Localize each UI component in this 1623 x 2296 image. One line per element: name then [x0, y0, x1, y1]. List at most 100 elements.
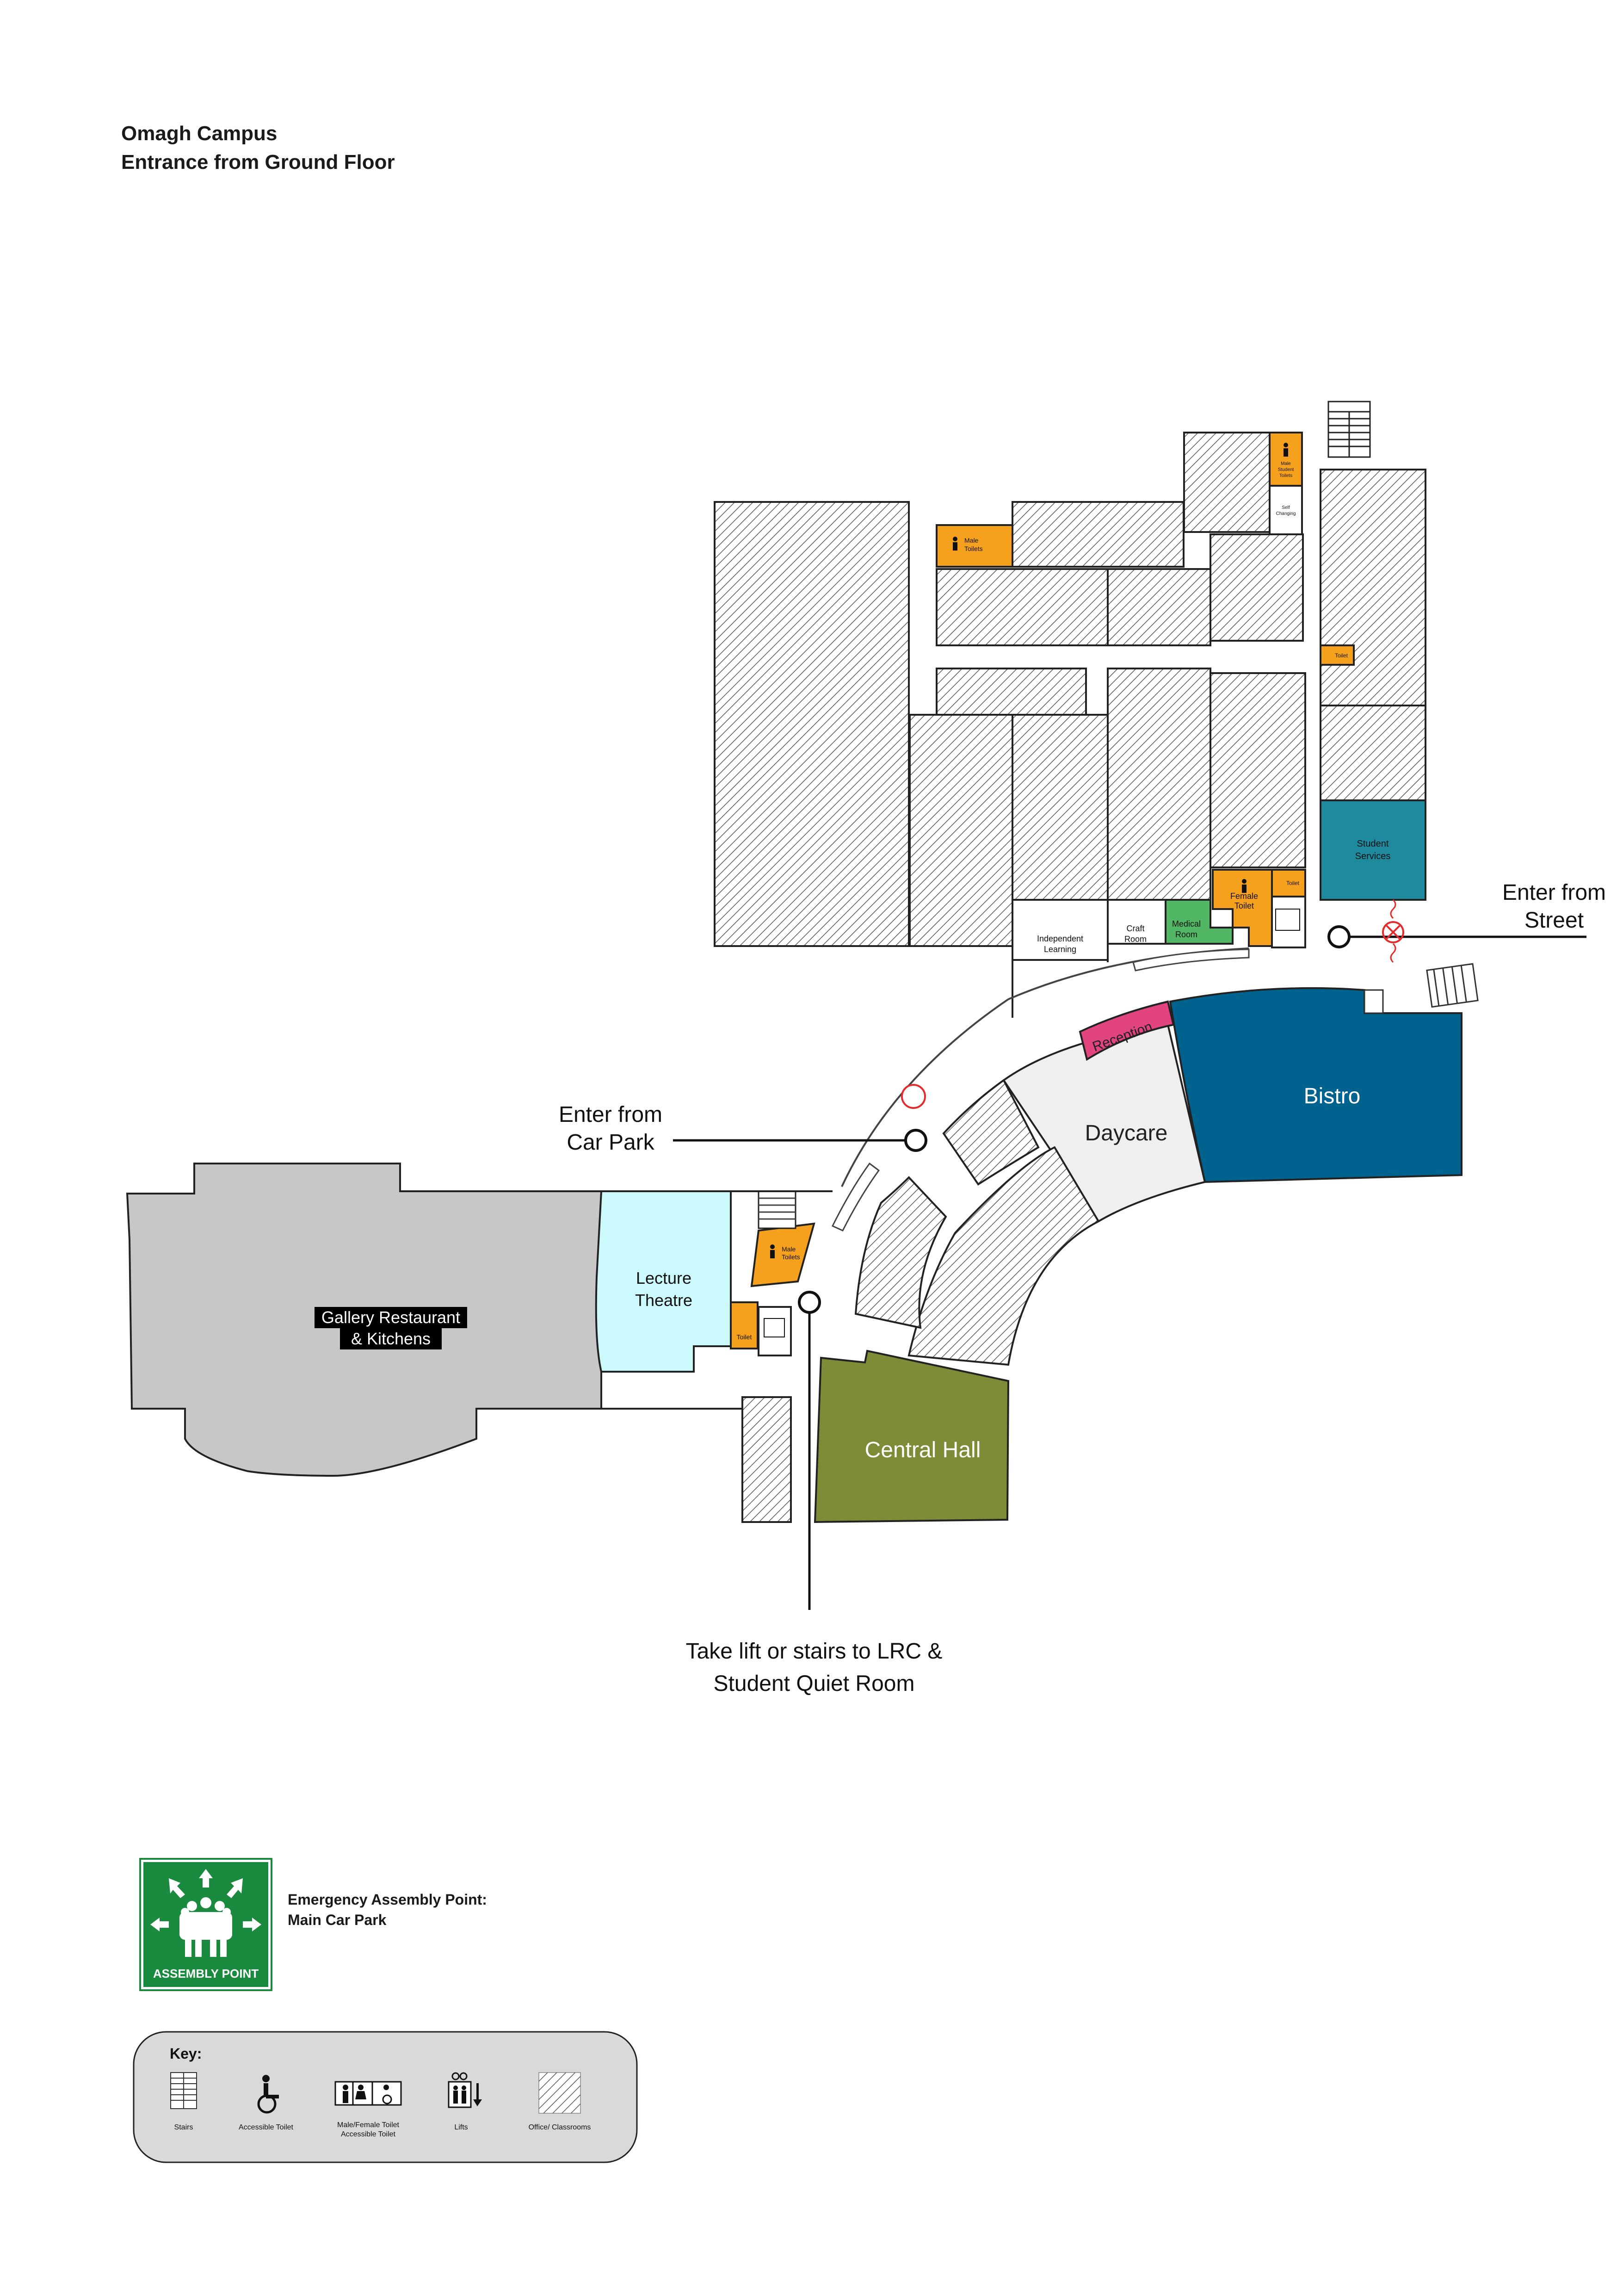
central-hall — [814, 1349, 1010, 1523]
street-label-line1: Enter from — [1502, 880, 1606, 905]
street-entrance: Enter from Street — [1327, 880, 1606, 963]
assembly-line2: Main Car Park — [288, 1912, 387, 1928]
floor-subtitle: Entrance from Ground Floor — [121, 151, 395, 173]
student-services-label-2: Services — [1355, 851, 1391, 861]
toilets-icon — [334, 2081, 402, 2106]
male-student-toilets — [1269, 432, 1303, 487]
medical-room-label-1: Medical — [1172, 919, 1201, 928]
street-label-line2: Street — [1524, 908, 1584, 933]
office-block-east-2 — [1320, 705, 1426, 801]
male-toilets-south-label-2: Toilets — [782, 1253, 800, 1261]
self-changing-label-1: Self — [1282, 505, 1290, 510]
self-changing-room — [1269, 485, 1303, 535]
reception — [1079, 1000, 1175, 1061]
male-student-toilets-label-2: Student — [1278, 467, 1294, 472]
key-label-lifts: Lifts — [454, 2123, 468, 2131]
stairs-lecture — [758, 1190, 796, 1229]
hatch-icon — [538, 2072, 581, 2114]
office-curve-3 — [854, 1176, 947, 1329]
office-block-b — [1012, 714, 1109, 901]
campus-name: Omagh Campus — [121, 122, 278, 145]
accessible-toilet-icon — [257, 2075, 279, 2114]
office-block-east-1 — [1320, 469, 1426, 706]
office-curve-2 — [907, 1146, 1100, 1366]
map-key: Key: Stairs Accessible Toilet Male/Femal… — [133, 2031, 638, 2163]
office-block-d — [1107, 668, 1211, 901]
key-label-accessible: Accessible Toilet — [239, 2123, 294, 2131]
student-services — [1320, 799, 1426, 901]
independent-learning-label-2: Learning — [1044, 945, 1076, 954]
door-marker-carpark — [901, 1084, 926, 1109]
assembly-line1: Emergency Assembly Point: — [288, 1891, 487, 1908]
carpark-entrance: Enter from Car Park — [559, 1084, 927, 1155]
toilet-small-label: Toilet — [1335, 652, 1348, 659]
lift-label-line1: Take lift or stairs to LRC & — [686, 1639, 943, 1664]
gallery-label-2: & Kitchens — [351, 1329, 431, 1348]
key-title: Key: — [170, 2045, 202, 2062]
people-group-icon — [179, 1897, 232, 1957]
daycare-label: Daycare — [1085, 1121, 1168, 1145]
toilet-lecture — [730, 1301, 759, 1349]
key-label-stairs: Stairs — [174, 2123, 193, 2131]
stairs-icon — [170, 2072, 197, 2109]
entrance-marker-street[interactable] — [1327, 925, 1351, 948]
entrance-marker-carpark[interactable] — [904, 1129, 927, 1152]
male-toilets-south-label-1: Male — [782, 1245, 796, 1253]
male-student-toilets-label-3: Toilets — [1279, 473, 1292, 478]
office-small-south — [741, 1396, 792, 1523]
office-block-h — [1012, 501, 1185, 568]
door-marker-street — [1382, 921, 1404, 943]
male-toilets-north — [936, 524, 1013, 568]
gallery-label-box-1 — [315, 1307, 467, 1328]
toilet-east-small — [1320, 644, 1355, 666]
carpark-label-line1: Enter from — [559, 1102, 662, 1127]
lecture-label-2: Theatre — [635, 1291, 692, 1310]
lift-icon — [448, 2072, 482, 2108]
craft-room-label-1: Craft — [1126, 924, 1144, 933]
gallery-label-1: Gallery Restaurant — [321, 1308, 460, 1327]
lift-route: Take lift or stairs to LRC & Student Qui… — [686, 1291, 943, 1696]
assembly-arrows-icon — [150, 1869, 261, 1931]
bistro — [1169, 987, 1463, 1183]
curved-stairs — [831, 948, 1250, 1232]
lift-entrance-marker[interactable] — [798, 1291, 821, 1314]
bistro-label: Bistro — [1304, 1084, 1361, 1108]
male-toilets-north-label-1: Male — [964, 537, 979, 544]
central-hall-label: Central Hall — [865, 1438, 981, 1462]
office-block-f — [936, 568, 1109, 646]
north-block — [714, 432, 1426, 947]
assembly-point-sign: ASSEMBLY POINT — [139, 1858, 272, 1991]
map-title: Omagh Campus Entrance from Ground Floor — [121, 119, 395, 177]
medical-room-label-2: Room — [1175, 930, 1197, 939]
carpark-label-line2: Car Park — [567, 1130, 654, 1155]
map-lift-icons — [764, 909, 1300, 1337]
office-curve-1 — [942, 1079, 1040, 1186]
stairs-east-entry — [1364, 963, 1479, 1014]
office-block-j — [1183, 432, 1271, 533]
male-toilets-north-label-2: Toilets — [964, 545, 983, 552]
key-label-toilets-2: Accessible Toilet — [341, 2130, 396, 2138]
map-toilet-icons — [770, 443, 1288, 1258]
west-wing-walls — [601, 1190, 833, 1410]
office-block-g — [1107, 568, 1211, 646]
toilet-east-label: Toilet — [1286, 880, 1300, 886]
office-block-i — [1210, 533, 1304, 642]
assembly-info: Emergency Assembly Point: Main Car Park — [288, 1889, 487, 1930]
assembly-sign-label: ASSEMBLY POINT — [153, 1967, 259, 1980]
stairs-north-east — [1327, 401, 1371, 458]
female-toilet-label-1: Female — [1230, 891, 1258, 901]
office-large-west — [714, 501, 910, 947]
lecture-label-1: Lecture — [636, 1269, 691, 1287]
toilet-lecture-label: Toilet — [737, 1333, 752, 1341]
male-student-toilets-label-1: Male — [1281, 461, 1291, 466]
self-changing-label-2: Changing — [1276, 511, 1296, 516]
key-label-toilets-1: Male/Female Toilet — [337, 2121, 400, 2129]
female-toilet-label-2: Toilet — [1234, 901, 1254, 910]
lift-label-line2: Student Quiet Room — [714, 1671, 915, 1696]
key-label-office: Office/ Classrooms — [529, 2123, 591, 2131]
office-block-a — [909, 714, 1013, 947]
craft-room-label-2: Room — [1124, 934, 1147, 944]
independent-learning-label-1: Independent — [1037, 934, 1083, 943]
office-block-e — [1210, 672, 1306, 868]
